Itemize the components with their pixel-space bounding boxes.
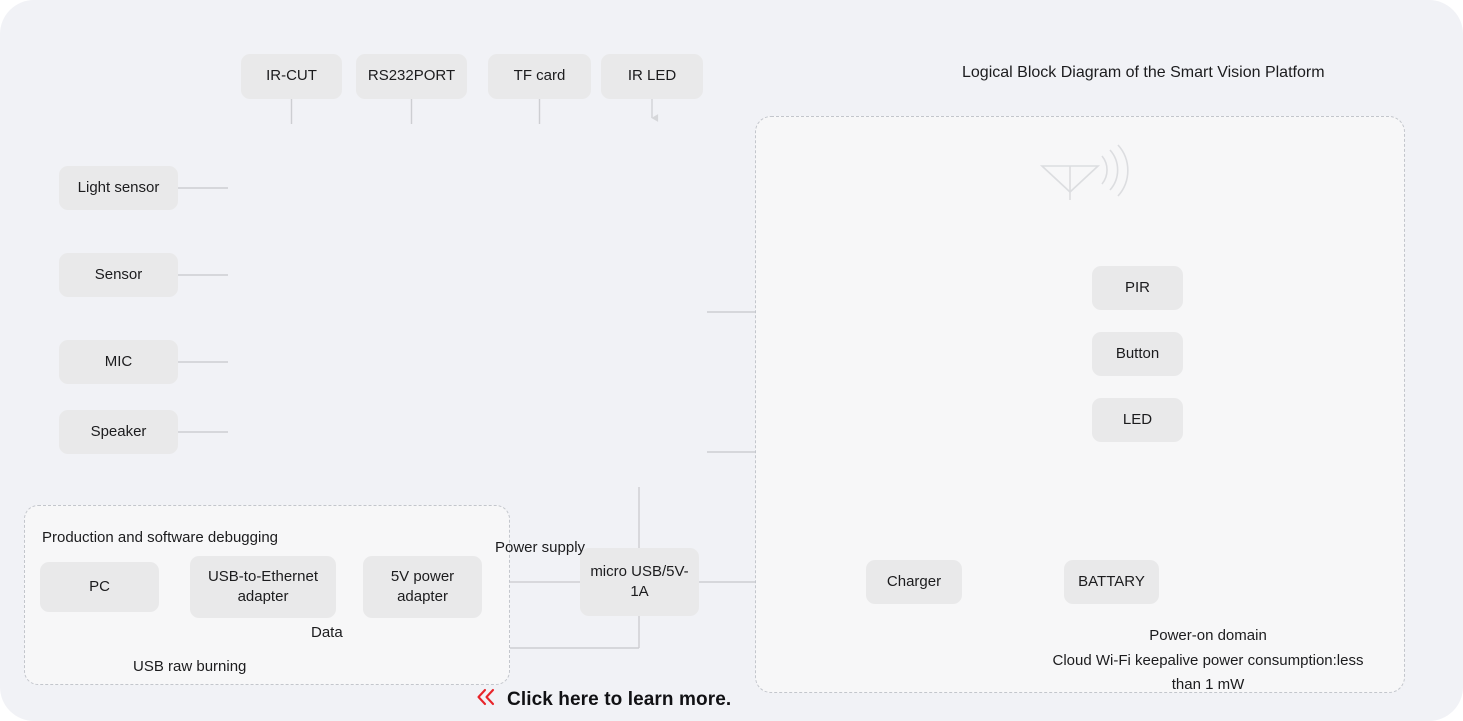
node-charger[interactable]: Charger (866, 560, 962, 604)
edge-label-power-supply: Power supply (495, 539, 586, 556)
node-label: 5V power adapter (390, 567, 455, 605)
node-rs232port[interactable]: RS232PORT (356, 54, 467, 99)
node-label: micro USB/5V-1A (590, 562, 689, 600)
node-battery[interactable]: BATTARY (1064, 560, 1159, 604)
node-micro-usb[interactable]: micro USB/5V-1A (580, 548, 699, 616)
node-label: PC (89, 577, 110, 595)
node-label: IR-CUT (266, 67, 317, 85)
edge-label-usb-raw-burning: USB raw burning (133, 658, 247, 675)
node-button[interactable]: Button (1092, 332, 1183, 376)
node-light-sensor[interactable]: Light sensor (59, 166, 178, 210)
power-domain-note-line-2: Cloud Wi-Fi keepalive power consumption:… (1052, 652, 1364, 669)
node-mic[interactable]: MIC (59, 340, 178, 384)
node-label: Charger (886, 572, 942, 590)
node-tf-card[interactable]: TF card (488, 54, 591, 99)
node-usb-to-ethernet-adapter[interactable]: USB-to-Ethernet adapter (190, 556, 336, 618)
learn-more-label: Click here to learn more. (507, 688, 732, 710)
node-label: Light sensor (77, 178, 160, 196)
node-label: MIC (104, 352, 133, 370)
power-domain-note-line-3: than 1 mW (1171, 676, 1245, 693)
page-title: Logical Block Diagram of the Smart Visio… (962, 64, 1325, 81)
power-domain-note-line-1: Power-on domain (1149, 627, 1267, 644)
node-ir-cut[interactable]: IR-CUT (241, 54, 342, 99)
edge-label-data: Data (311, 624, 343, 641)
node-speaker[interactable]: Speaker (59, 410, 178, 454)
node-label: Button (1115, 344, 1160, 362)
double-chevron-left-icon (474, 686, 498, 713)
node-ir-led[interactable]: IR LED (601, 54, 703, 99)
node-label: USB-to-Ethernet adapter (207, 567, 319, 605)
debug-panel-title: Production and software debugging (42, 529, 279, 546)
learn-more-link[interactable]: Click here to learn more. (474, 686, 731, 713)
node-label: TF card (513, 67, 566, 85)
node-label: IR LED (627, 67, 677, 85)
node-label: LED (1122, 410, 1153, 428)
antenna-icon (1030, 144, 1130, 215)
node-label: Sensor (94, 265, 143, 283)
node-5v-power-adapter[interactable]: 5V power adapter (363, 556, 482, 618)
node-pir[interactable]: PIR (1092, 266, 1183, 310)
node-label: PIR (1124, 278, 1150, 296)
node-pc[interactable]: PC (40, 562, 159, 612)
node-sensor[interactable]: Sensor (59, 253, 178, 297)
node-label: RS232PORT (367, 67, 456, 85)
node-led[interactable]: LED (1092, 398, 1183, 442)
node-label: BATTARY (1078, 572, 1145, 590)
node-label: Speaker (90, 422, 147, 440)
